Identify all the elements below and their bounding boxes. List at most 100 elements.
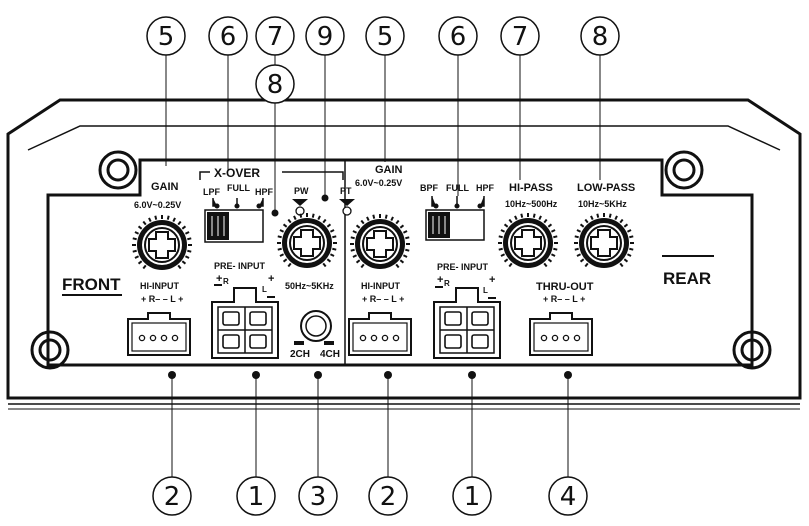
screw-bottom-right [732, 330, 772, 370]
svg-text:1: 1 [248, 482, 265, 512]
front-gain-label: GAIN [151, 181, 179, 193]
front-pw-label: PW [294, 186, 309, 196]
rear-low-pass-label: LOW-PASS [577, 182, 635, 194]
pw-led-icon [292, 199, 308, 216]
rear-hi-input-pins: + R– – L + [362, 294, 404, 304]
front-hpf-label: HPF [255, 187, 274, 197]
front-pt-label: PT [340, 186, 352, 196]
svg-text:7: 7 [267, 22, 284, 52]
callout-3-channel-switch: 3 [298, 476, 338, 516]
screw-top-left [98, 150, 138, 190]
callout-8-rear-low-pass: 8 [580, 16, 620, 56]
svg-text:R: R [444, 279, 450, 288]
rear-bpf-label: BPF [420, 183, 439, 193]
rear-low-pass-range: 10Hz~5KHz [578, 199, 627, 209]
rear-hi-input-label: HI-INPUT [361, 281, 400, 291]
rear-label: REAR [663, 269, 711, 288]
rear-pre-input-label: PRE- INPUT [437, 262, 489, 272]
rear-pre-input-polarity: + R + L [435, 274, 496, 299]
callout-9-led: 9 [305, 16, 345, 56]
knob rear-gain-knob[interactable] [350, 214, 410, 269]
svg-text:5: 5 [158, 22, 175, 52]
amplifier-housing [6, 98, 802, 410]
front-4ch-label: 4CH [320, 349, 340, 360]
svg-text:8: 8 [267, 70, 284, 100]
rear-thru-out-pins: + R– – L + [543, 294, 585, 304]
connector front-hi-input-connector[interactable] [127, 312, 191, 356]
mounting-screws [30, 150, 772, 370]
front-label: FRONT [62, 275, 121, 294]
pt-led-icon [339, 199, 355, 216]
rear-hpf-label: HPF [476, 183, 495, 193]
front-2ch-label: 2CH [290, 349, 310, 360]
svg-text:6: 6 [220, 22, 237, 52]
callout-7-rear-hi-pass: 7 [500, 16, 540, 56]
svg-text:7: 7 [512, 22, 529, 52]
svg-text:R: R [223, 277, 229, 286]
front-gain-range: 6.0V~0.25V [134, 200, 181, 210]
connector rear-hi-input-connector[interactable] [348, 312, 412, 356]
callout-top-row: 5 6 7 9 5 6 7 8 [146, 16, 620, 56]
knob rear-low-pass-knob[interactable] [574, 213, 634, 268]
callout-6-front-xover: 6 [208, 16, 248, 56]
svg-text:L: L [262, 285, 267, 294]
svg-text:2: 2 [380, 482, 397, 512]
knob front-gain-knob[interactable] [132, 215, 192, 270]
svg-text:8: 8 [592, 22, 609, 52]
rca-block front-pre-input-connector[interactable] [211, 287, 279, 359]
rear-gain-label: GAIN [375, 164, 403, 176]
callout-7-front-freq: 7 [255, 16, 295, 56]
rear-hi-pass-range: 10Hz~500Hz [505, 199, 558, 209]
svg-text:+: + [216, 273, 222, 285]
callout-5-front-gain: 5 [146, 16, 186, 56]
front-full-label: FULL [227, 183, 250, 193]
front-hi-input-label: HI-INPUT [140, 281, 179, 291]
xover-label: X-OVER [214, 166, 260, 180]
callout-bottom-row: 2 1 3 2 1 4 [152, 476, 588, 516]
svg-text:6: 6 [450, 22, 467, 52]
svg-text:+: + [489, 274, 495, 286]
front-xover-ticks [212, 198, 264, 209]
rear-thru-out-label: THRU-OUT [536, 281, 594, 293]
control-plate [46, 158, 754, 367]
svg-text:L: L [483, 286, 488, 295]
svg-text:3: 3 [310, 482, 327, 512]
callout-1-front-pre-input: 1 [236, 476, 276, 516]
knob front-freq-knob[interactable] [277, 213, 337, 268]
svg-text:9: 9 [317, 22, 334, 52]
svg-text:+: + [268, 273, 274, 285]
svg-text:5: 5 [377, 22, 394, 52]
connector rear-thru-out-connector[interactable] [529, 312, 593, 356]
rca-block rear-pre-input-connector[interactable] [433, 287, 501, 359]
front-xover-switch[interactable] [204, 209, 264, 243]
callout-anchor-dots [168, 194, 572, 379]
front-pre-input-polarity: + R + L [214, 273, 275, 298]
front-pre-input-label: PRE- INPUT [214, 261, 266, 271]
callout-6-rear-xover: 6 [438, 16, 478, 56]
rear-xover-ticks [431, 196, 485, 209]
callout-1-rear-pre-input: 1 [452, 476, 492, 516]
front-hi-input-pins: + R– – L + [141, 294, 183, 304]
xover-bracket [199, 171, 344, 180]
callout-2-rear-hi-input: 2 [368, 476, 408, 516]
front-freq-range: 50Hz~5KHz [285, 281, 334, 291]
callout-8-front-freq: 8 [255, 64, 295, 104]
knob rear-hi-pass-knob[interactable] [498, 213, 558, 268]
front-lpf-label: LPF [203, 187, 221, 197]
callout-5-rear-gain: 5 [365, 16, 405, 56]
svg-text:+: + [437, 274, 443, 286]
svg-text:1: 1 [464, 482, 481, 512]
screw-top-right [664, 150, 704, 190]
svg-text:2: 2 [164, 482, 181, 512]
callout-2-front-hi-input: 2 [152, 476, 192, 516]
front-channel-switch[interactable] [300, 310, 332, 342]
svg-text:4: 4 [560, 482, 577, 512]
screw-bottom-left [30, 330, 70, 370]
callout-leaders [165, 55, 601, 477]
callout-4-thru-out: 4 [548, 476, 588, 516]
rear-gain-range: 6.0V~0.25V [355, 178, 402, 188]
rear-xover-switch[interactable] [425, 209, 485, 241]
rear-hi-pass-label: HI-PASS [509, 182, 553, 194]
